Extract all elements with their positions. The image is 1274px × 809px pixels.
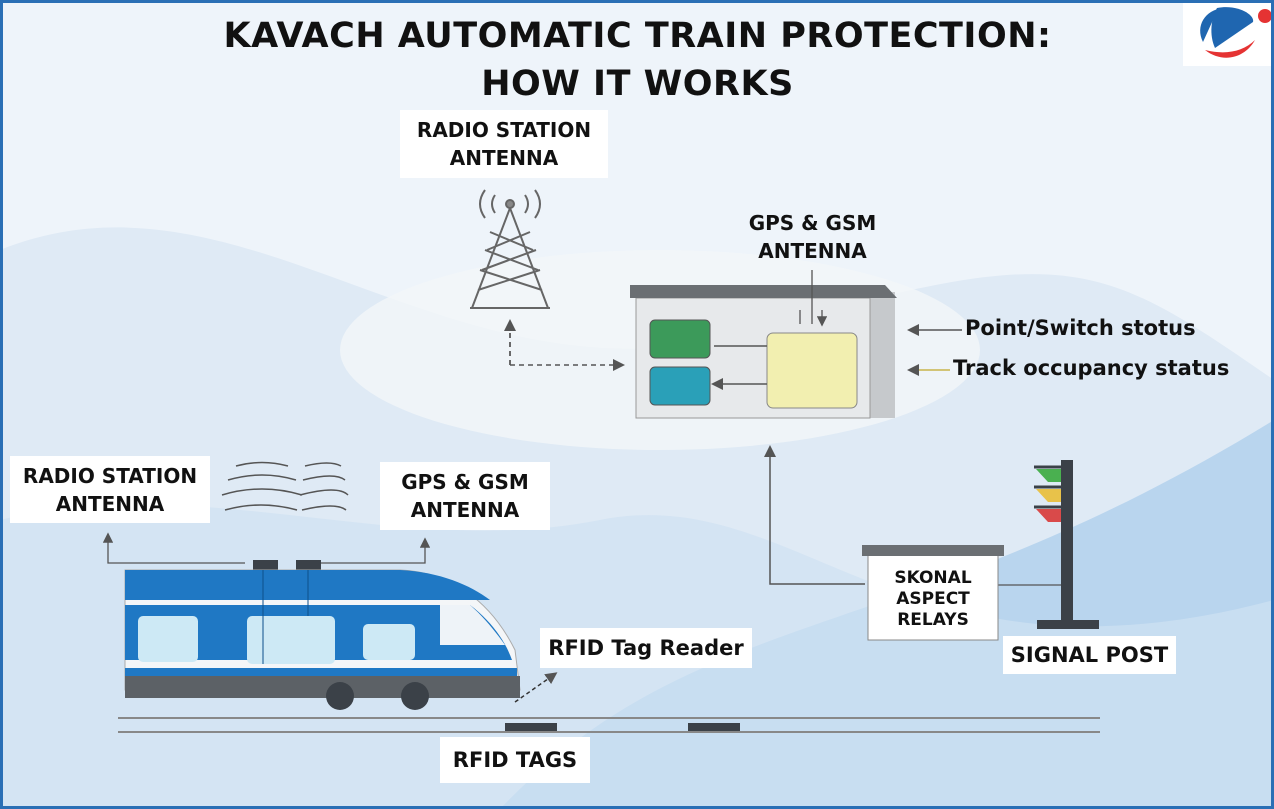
label-line: ANTENNA xyxy=(449,146,559,170)
label-line: ANTENNA xyxy=(758,239,867,263)
rfid-tag-2 xyxy=(688,723,740,731)
kavach-station-unit xyxy=(630,270,897,419)
label-line: RADIO STATION xyxy=(22,463,198,488)
train-gps-arrow xyxy=(318,537,431,564)
train-radio-arrow xyxy=(102,532,245,564)
title-line-1: KAVACH AUTOMATIC TRAIN PROTECTION: xyxy=(223,16,1052,56)
train-gps-gsm-label: GPS & GSM ANTENNA xyxy=(380,462,550,530)
relay-to-station-arrow xyxy=(764,445,865,585)
train-icon xyxy=(124,560,521,710)
track-occupancy-status-label: Track occupancy status xyxy=(953,356,1230,380)
signal-post-label: SIGNAL POST xyxy=(1003,636,1176,674)
point-switch-status-label: Point/Switch stotus xyxy=(965,316,1196,340)
label-line: ANTENNA xyxy=(410,498,520,522)
station-gps-gsm-label: GPS & GSM ANTENNA xyxy=(735,208,890,266)
signal-waves-icon xyxy=(221,461,349,511)
radio-tower-icon xyxy=(470,189,550,309)
label-line: RELAYS xyxy=(897,609,969,630)
label-line: GPS & GSM xyxy=(401,470,529,494)
title-line-2: HOW IT WORKS xyxy=(481,64,794,104)
label-line: RADIO STATION xyxy=(416,118,592,142)
label-line: ANTENNA xyxy=(55,491,165,516)
signal-post-icon xyxy=(1034,460,1099,629)
relay-box xyxy=(862,545,1004,641)
label-line: SKONAL xyxy=(894,567,972,588)
tower-antenna-label: RADIO STATION ANTENNA xyxy=(400,110,608,178)
label-line: ASPECT xyxy=(896,588,970,609)
rfid-tag-1 xyxy=(505,723,557,731)
train-radio-antenna-label: RADIO STATION ANTENNA xyxy=(10,456,210,523)
rfid-tags-label: RFID TAGS xyxy=(440,737,590,783)
signal-aspect-relays-label: SKONAL ASPECT RELAYS xyxy=(868,563,998,635)
rfid-tag-reader-label: RFID Tag Reader xyxy=(540,628,752,668)
logo-icon xyxy=(1200,7,1272,58)
label-line: GPS & GSM xyxy=(748,211,877,235)
track xyxy=(118,717,1100,733)
rfid-reader-link xyxy=(514,672,558,703)
page-title: KAVACH AUTOMATIC TRAIN PROTECTION: HOW I… xyxy=(150,12,1125,108)
brand-logo xyxy=(1183,0,1274,66)
